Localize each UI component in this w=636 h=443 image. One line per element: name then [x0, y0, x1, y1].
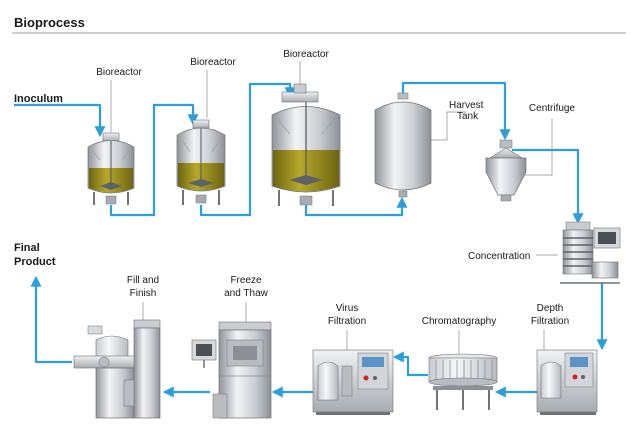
bioreactor-1-icon — [87, 132, 135, 205]
harvest-tank-icon — [374, 92, 432, 198]
freeze-thaw-label-line2: and Thaw — [224, 288, 269, 299]
bioreactor-2-icon — [176, 119, 226, 205]
chromatography-label: Chromatography — [422, 316, 496, 327]
fill-finish-icon — [73, 319, 161, 419]
bioreactor-3-label: Bioreactor — [283, 49, 329, 60]
flow-bioreactor-1-to-2 — [109, 103, 199, 217]
fill-finish-label-line1: Fill and — [127, 275, 159, 286]
concentration-label: Concentration — [468, 251, 530, 262]
final-product-label-line1: Final — [14, 242, 40, 254]
freeze-thaw-icon — [191, 321, 272, 419]
chromatography-icon — [428, 353, 498, 410]
flow-fill-to-final-product — [30, 275, 72, 364]
labels: Inoculum Final Product Bioreactor Biorea… — [14, 49, 576, 327]
flow-bioreactor-2-to-3 — [199, 82, 296, 217]
flow-inoculum-to-bioreactor-1 — [14, 103, 106, 138]
depth-filtration-label-line1: Depth — [537, 303, 564, 314]
page-title: Bioprocess — [14, 15, 85, 30]
depth-filtration-icon — [536, 349, 598, 415]
centrifuge-icon — [485, 139, 527, 202]
flow-centrifuge-to-concentration — [512, 148, 584, 225]
flow-bioreactor-3-to-harvest — [304, 196, 408, 217]
flow-chromatography-to-virus — [392, 351, 428, 377]
harvest-tank-label-line1: Harvest — [449, 100, 484, 111]
virus-filtration-label-line2: Filtration — [328, 316, 366, 327]
inoculum-label: Inoculum — [14, 93, 63, 105]
bioreactor-2-label: Bioreactor — [190, 57, 236, 68]
centrifuge-label: Centrifuge — [529, 103, 576, 114]
harvest-tank-label-line2: Tank — [457, 111, 479, 122]
flow-harvest-to-centrifuge — [401, 81, 511, 141]
virus-filtration-label-line1: Virus — [336, 303, 359, 314]
leader-lines — [110, 61, 558, 354]
bioreactor-3-icon — [271, 83, 341, 206]
virus-filtration-icon — [312, 349, 394, 415]
depth-filtration-label-line2: Filtration — [531, 316, 569, 327]
concentration-unit-icon — [560, 221, 621, 284]
fill-finish-label-line2: Finish — [130, 288, 157, 299]
bioreactor-1-label: Bioreactor — [96, 67, 142, 78]
freeze-thaw-label-line1: Freeze — [230, 275, 262, 286]
flow-lines — [14, 81, 608, 398]
final-product-label-line2: Product — [14, 256, 56, 268]
